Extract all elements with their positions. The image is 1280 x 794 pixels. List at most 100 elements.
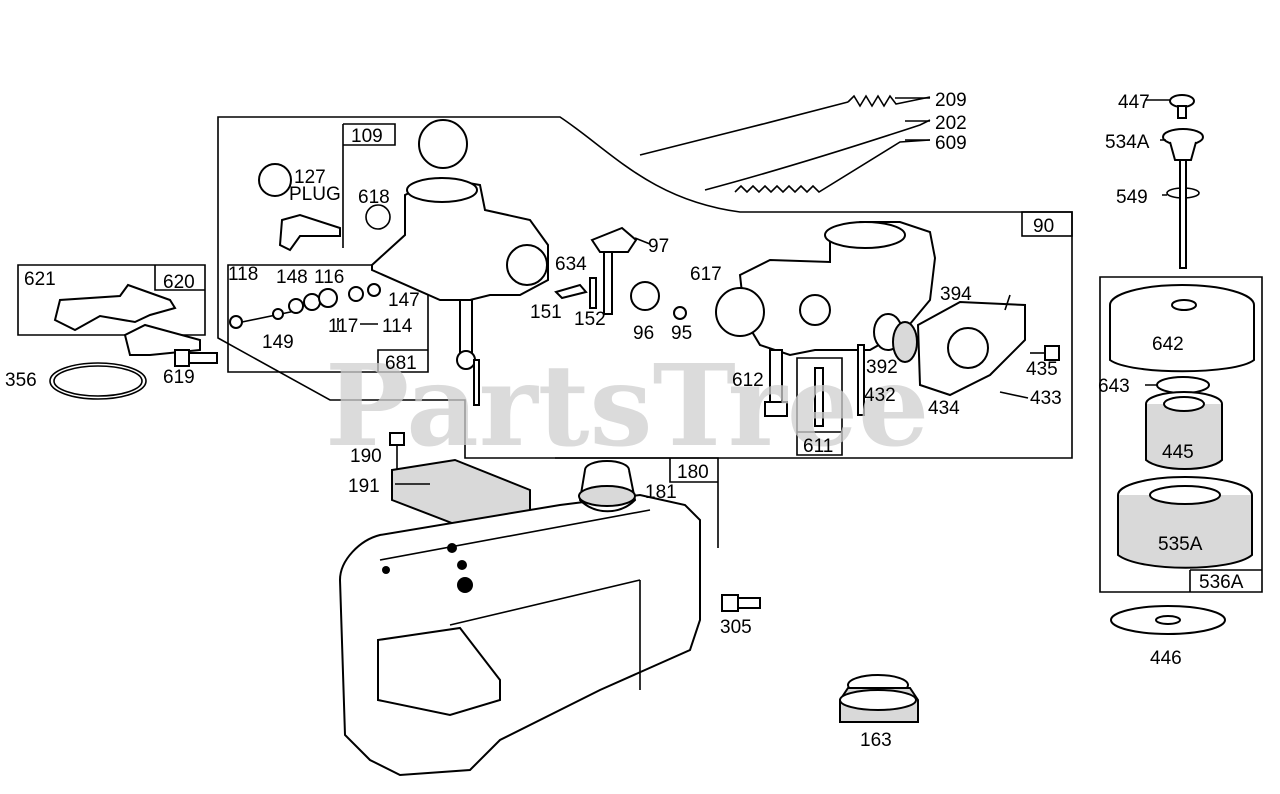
governor-linkage (53, 283, 177, 332)
box-109-frame (342, 123, 396, 248)
label-435: 435 (1026, 359, 1058, 380)
watermark: PartsTree (325, 341, 929, 472)
box-180-frame (555, 457, 719, 548)
retainer-534a (1162, 128, 1204, 161)
label-394: 394 (940, 284, 972, 305)
box-label-180: 180 (677, 462, 709, 483)
foam-element-535a (1117, 476, 1253, 569)
label-191: 191 (348, 476, 380, 497)
carb-left-throat (406, 177, 478, 203)
carb-right-port (715, 287, 765, 337)
label-446: 446 (1150, 648, 1182, 669)
label-621: 621 (24, 269, 56, 290)
throttle-lever-634 (590, 226, 638, 253)
rod-549 (1166, 159, 1200, 269)
filter-element-445 (1145, 391, 1223, 470)
box-611-frame (796, 357, 843, 456)
spring-209 (639, 94, 931, 156)
gasket-432 (892, 321, 918, 363)
label-151: 151 (530, 302, 562, 323)
carb-left-needle (473, 359, 480, 406)
needle-valve-assembly (229, 283, 381, 329)
label-392: 392 (866, 357, 898, 378)
tank-hole-4 (457, 560, 467, 570)
pin-152 (589, 277, 597, 309)
label-642: 642 (1152, 334, 1184, 355)
label-152: 152 (574, 309, 606, 330)
screw-151 (554, 283, 588, 300)
label-432: 432 (864, 385, 896, 406)
screw-190 (389, 432, 405, 470)
label-612: 612 (732, 370, 764, 391)
ring-356 (49, 362, 147, 400)
label-plug: PLUG (289, 184, 341, 205)
label-163: 163 (860, 730, 892, 751)
box-label-90: 90 (1033, 216, 1054, 237)
box-90-frame (1021, 211, 1073, 237)
linkage-bracket (123, 323, 201, 356)
carb-right-throat (824, 221, 906, 249)
screw-305 (721, 594, 761, 612)
throttle-shaft (278, 213, 341, 252)
fuel-cap-181 (578, 460, 637, 513)
link-202 (704, 119, 931, 191)
box-681-frame (227, 264, 429, 373)
tank-hole-2 (447, 543, 457, 553)
label-534a: 534A (1105, 132, 1150, 153)
tank-hole-1 (382, 566, 390, 574)
label-114: 114 (382, 316, 413, 337)
seal-643 (1156, 376, 1210, 394)
box-536a-frame (1099, 276, 1263, 593)
label-149: 149 (262, 332, 294, 353)
seal-163 (839, 674, 919, 723)
fuel-tank (338, 493, 701, 777)
label-190: 190 (350, 446, 382, 467)
carb-left-port (506, 244, 548, 286)
carb-right-needle (857, 344, 865, 416)
label-127: 127 (294, 167, 326, 188)
lever-shaft (603, 251, 613, 315)
screw-435 (1030, 345, 1060, 361)
box-label-611: 611 (803, 436, 833, 457)
label-117: 117 (328, 316, 358, 337)
throttle-plate-96 (630, 281, 660, 311)
label-95: 95 (671, 323, 692, 344)
label-116: 116 (314, 267, 344, 288)
label-433: 433 (1030, 388, 1062, 409)
cover-dome (947, 327, 989, 369)
spring-618 (365, 204, 391, 230)
label-97: 97 (648, 236, 669, 257)
label-634: 634 (555, 254, 587, 275)
label-617: 617 (690, 264, 722, 285)
choke-plate (418, 119, 468, 169)
washer-446 (1110, 605, 1226, 635)
air-cleaner-cover-642 (1109, 284, 1255, 373)
label-148: 148 (276, 267, 308, 288)
screw-619 (174, 349, 218, 367)
bolt-611 (814, 367, 824, 427)
label-202: 202 (935, 113, 967, 134)
tank-hole-3 (457, 577, 473, 593)
label-619: 619 (163, 367, 195, 388)
label-535a: 535A (1158, 534, 1203, 555)
label-209: 209 (935, 90, 967, 111)
label-445: 445 (1162, 442, 1194, 463)
box-label-620: 620 (163, 272, 195, 293)
label-643: 643 (1098, 376, 1130, 397)
breather-screw-447 (1169, 94, 1195, 119)
label-305: 305 (720, 617, 752, 638)
box-label-681: 681 (385, 353, 417, 374)
label-447: 447 (1118, 92, 1150, 113)
box-620-frame (17, 264, 206, 336)
screw-95 (673, 306, 687, 320)
label-356: 356 (5, 370, 37, 391)
tank-side-panel (377, 626, 501, 717)
label-118: 118 (228, 264, 258, 285)
label-618: 618 (358, 187, 390, 208)
ring-356-inner (53, 365, 143, 397)
spring-609 (734, 139, 931, 194)
label-181: 181 (645, 482, 677, 503)
carb-right-nut (764, 401, 788, 417)
label-434: 434 (928, 398, 960, 419)
